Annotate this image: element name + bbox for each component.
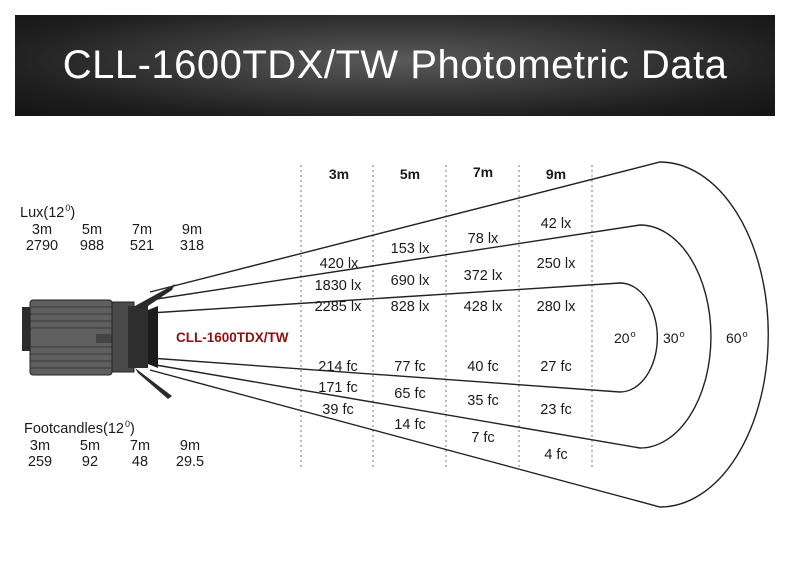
fc-legend-value-3m: 259: [27, 454, 53, 470]
lux-60-9m: 42 lx: [540, 216, 572, 232]
beam-outlines: [149, 161, 770, 508]
column-header-9m: 9m: [545, 166, 567, 182]
column-header-7m: 7m: [472, 164, 494, 180]
lux-30-5m: 690 lx: [390, 273, 430, 289]
fc-20-5m: 77 fc: [394, 359, 426, 375]
lux-60-3m: 420 lx: [319, 256, 359, 272]
lux-legend-dist-7m: 7m: [131, 222, 153, 238]
lux-legend: Lux(120) 3m 5m 7m 9m 2790 988 521 318: [20, 203, 217, 254]
barn-door-top: [135, 284, 175, 310]
fc-60-9m: 4 fc: [544, 447, 568, 463]
beam-20-outline: [149, 282, 659, 393]
footcandles-legend: Footcandles(120) 3m 5m 7m 9m 259 92 48 2…: [24, 419, 215, 470]
fc-30-3m: 171 fc: [318, 380, 358, 396]
lux-legend-dist-3m: 3m: [31, 222, 53, 238]
fixture-rear-plate: [22, 307, 32, 351]
fc-30-7m: 35 fc: [467, 393, 499, 409]
barn-door-side: [148, 306, 158, 368]
angle-label-30: 30o: [663, 329, 685, 346]
light-fixture: [22, 284, 175, 399]
fixture-fins: [30, 306, 112, 369]
barn-door-bottom: [135, 368, 172, 399]
lux-20-5m: 828 lx: [390, 299, 430, 315]
fc-20-9m: 27 fc: [540, 359, 572, 375]
column-header-5m: 5m: [399, 166, 421, 182]
lux-20-7m: 428 lx: [463, 299, 503, 315]
lux-30-9m: 250 lx: [536, 256, 576, 272]
distance-gridlines: [300, 165, 593, 470]
fc-30-5m: 65 fc: [394, 386, 426, 402]
column-header-3m: 3m: [328, 166, 350, 182]
fc-legend-dist-7m: 7m: [129, 438, 151, 454]
fc-60-3m: 39 fc: [322, 402, 354, 418]
lux-30-3m: 1830 lx: [314, 278, 362, 294]
fc-60-7m: 7 fc: [471, 430, 495, 446]
fc-legend-heading: Footcandles(120): [24, 419, 135, 437]
fc-20-3m: 214 fc: [318, 359, 358, 375]
lux-30-7m: 372 lx: [463, 268, 503, 284]
lux-legend-value-3m: 2790: [25, 238, 59, 254]
page-title: CLL-1600TDX/TW Photometric Data: [62, 43, 728, 87]
lux-20-9m: 280 lx: [536, 299, 576, 315]
lux-legend-value-9m: 318: [179, 238, 205, 254]
fc-legend-value-7m: 48: [131, 454, 149, 470]
angle-label-20: 20o: [614, 329, 636, 346]
fc-30-9m: 23 fc: [540, 402, 572, 418]
fc-legend-value-5m: 92: [81, 454, 99, 470]
lux-60-5m: 153 lx: [390, 241, 430, 257]
title-banner: CLL-1600TDX/TW Photometric Data: [15, 15, 775, 116]
fixture-model-label: CLL-1600TDX/TW: [176, 330, 289, 345]
fc-legend-dist-9m: 9m: [179, 438, 201, 454]
angle-label-60: 60o: [726, 329, 748, 346]
fixture-lens-housing: [128, 306, 148, 368]
lux-legend-heading: Lux(120): [20, 203, 76, 221]
lux-legend-value-7m: 521: [129, 238, 155, 254]
fc-60-5m: 14 fc: [394, 417, 426, 433]
fixture-yoke: [96, 334, 122, 343]
fc-legend-value-9m: 29.5: [175, 454, 205, 470]
lux-legend-value-5m: 988: [79, 238, 105, 254]
beam-30-outline: [149, 224, 712, 449]
fc-legend-dist-3m: 3m: [29, 438, 51, 454]
lux-20-3m: 2285 lx: [314, 299, 362, 315]
lux-legend-dist-9m: 9m: [181, 222, 203, 238]
fc-20-7m: 40 fc: [467, 359, 499, 375]
fc-legend-dist-5m: 5m: [79, 438, 101, 454]
lux-legend-dist-5m: 5m: [81, 222, 103, 238]
beam-60-outline: [149, 161, 770, 508]
lux-60-7m: 78 lx: [467, 231, 499, 247]
